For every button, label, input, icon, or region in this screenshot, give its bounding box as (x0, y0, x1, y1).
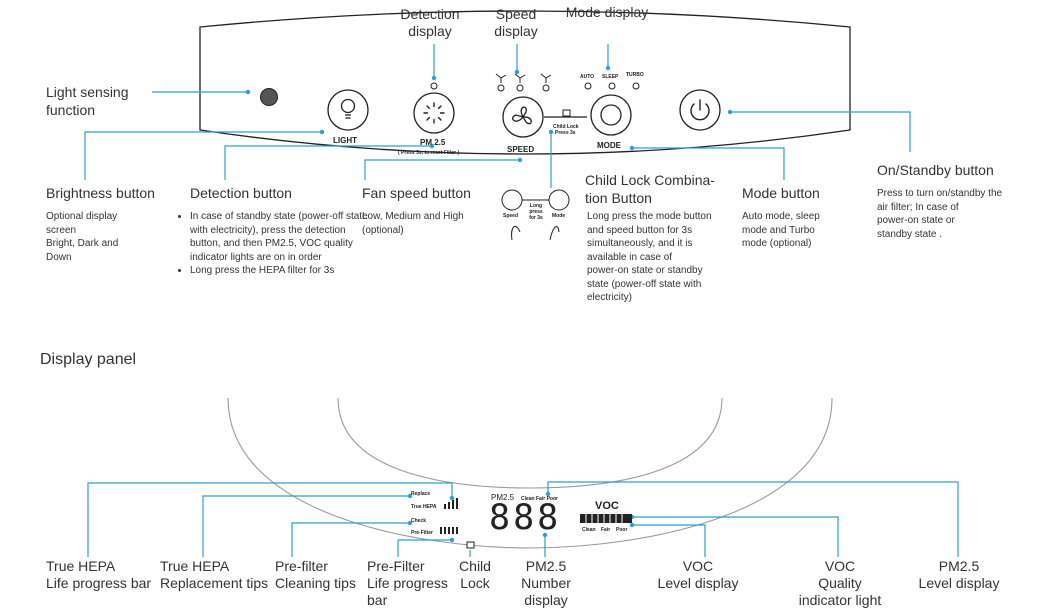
onstandby-button-title: On/Standby button (877, 162, 994, 178)
voc-bar-ticks (585, 514, 623, 523)
fan-icon (512, 106, 532, 125)
sleep-label: SLEEP (602, 74, 619, 80)
voc-clean-label: Clean (582, 527, 596, 533)
true-hepa-label: True HEPA (411, 504, 437, 510)
callout-true-hepa-replacement: True HEPA Replacement tips (160, 558, 269, 591)
display-panel-title: Display panel (40, 351, 137, 368)
speed-indicators (497, 84, 550, 92)
mode-label: MODE (597, 141, 621, 150)
child-lock-combo-icon (501, 189, 570, 241)
callout-pre-filter-life: Pre-Filter Life progress bar (367, 558, 448, 608)
power-icon (690, 99, 710, 121)
mode-indicators (584, 82, 640, 90)
voc-poor-label: Poor (616, 527, 628, 533)
press-3s-label: Press 3s (555, 130, 576, 136)
brightness-button-desc: Optional display screen Bright, Dark and… (46, 211, 119, 263)
display-leader-lines (87, 481, 959, 557)
mode-icon (600, 104, 622, 126)
pm25-display-label: PM2.5 (491, 493, 515, 502)
replace-label: Replace (411, 491, 431, 497)
detection-button-desc: In case of standby state (power-off stat… (176, 210, 370, 278)
bulb-icon (340, 98, 356, 119)
callout-pm25-level: PM2.5 Level display (918, 558, 1000, 591)
detection-icon (423, 102, 445, 124)
fan-speed-button-title: Fan speed button (362, 185, 471, 201)
light-button (327, 89, 369, 131)
detection-desc-item: Long press the HEPA filter for 3s (190, 264, 370, 278)
turbo-label: TURBO (626, 72, 644, 78)
callout-light-sensing: Light sensing function (46, 84, 129, 118)
display-outer-arc (227, 397, 833, 549)
combo-long-press-label: Long press for 3s (529, 203, 543, 221)
callout-voc-quality: VOC Quality indicator light (798, 558, 882, 608)
child-lock-button-desc: Long press the mode button and speed but… (587, 211, 712, 303)
callout-mode-display: Mode display (565, 4, 649, 20)
display-lock-icon (466, 541, 475, 549)
callout-detection-display: Detection display (400, 6, 460, 39)
clean-fair-poor-top: Clean Fair Poor (521, 496, 558, 502)
pre-filter-label: Pre-Filter (411, 530, 433, 536)
control-panel-diagram (84, 10, 911, 241)
mode-button-title: Mode button (742, 185, 820, 201)
leader-lines (84, 44, 911, 188)
callout-speed-display: Speed display (494, 6, 538, 39)
mode-button-desc: Auto mode, sleep mode and Turbo mode (op… (742, 211, 820, 249)
pm25-label: PM 2.5 (420, 138, 446, 147)
leader-dots (245, 65, 733, 163)
speed-label: SPEED (507, 145, 535, 154)
child-lock-button-title: Child Lock Combina- tion Button (585, 172, 715, 206)
brightness-button-title: Brightness button (46, 185, 155, 201)
fan-small-icons (495, 73, 552, 83)
voc-display-label: VOC (595, 500, 619, 512)
light-sensor (260, 88, 278, 106)
check-label: Check (411, 518, 427, 524)
voc-fair-label: Fair (601, 527, 611, 533)
prefilter-progress-bars (440, 527, 458, 534)
display-panel-diagram (87, 397, 959, 557)
auto-label: AUTO (580, 74, 595, 80)
child-lock-label: Child Lock (553, 124, 579, 130)
combo-speed-label: Speed (503, 213, 519, 219)
pm25-digits: 888 (489, 498, 562, 538)
voc-level-bar (580, 514, 632, 523)
onstandby-button-desc: Press to turn on/standby the air filter;… (877, 188, 1003, 240)
combo-mode-label: Mode (552, 213, 566, 219)
fan-speed-button-desc: Low, Medium and High (optional) (362, 211, 464, 236)
detection-indicator (430, 82, 438, 90)
detection-desc-item: In case of standby state (power-off stat… (190, 210, 370, 264)
mode-button (590, 94, 632, 136)
light-label: LIGHT (333, 136, 357, 145)
callout-pre-filter-cleaning: Pre-filter Cleaning tips (275, 558, 356, 591)
pm25-note: ( Press 3s, to reset Filter ) (398, 150, 460, 156)
lock-icon (562, 109, 571, 117)
callout-voc-level: VOC Level display (657, 558, 739, 591)
callout-pm25-number: PM2.5 Number display (521, 558, 571, 608)
detection-button (413, 92, 455, 134)
callout-child-lock: Child Lock (459, 558, 491, 591)
callout-true-hepa-life: True HEPA Life progress bar (46, 558, 152, 591)
display-inner-arc (337, 397, 723, 489)
detection-button-title: Detection button (190, 185, 292, 201)
hepa-progress-bars (444, 498, 458, 509)
